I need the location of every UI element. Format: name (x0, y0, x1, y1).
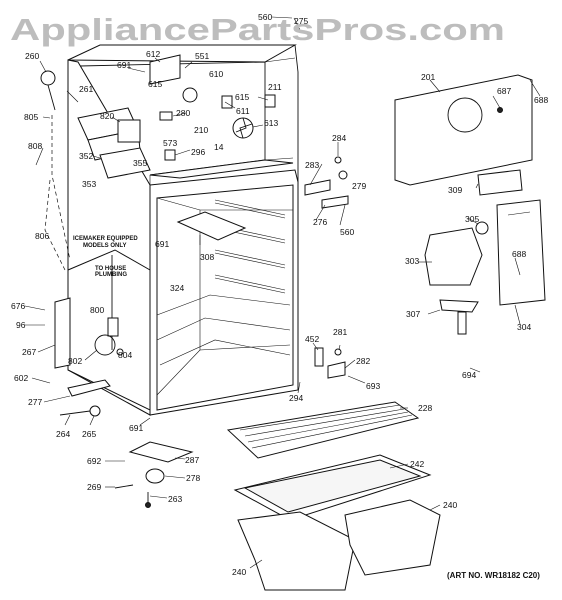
callout-265: 265 (82, 429, 96, 439)
callout-687: 687 (497, 86, 511, 96)
callout-691-b: 691 (155, 239, 169, 249)
watermark: AppliancePartsPros.com (10, 12, 505, 47)
callout-305: 305 (465, 214, 479, 224)
callout-355: 355 (133, 158, 147, 168)
callout-802: 802 (68, 356, 82, 366)
callout-294: 294 (289, 393, 303, 403)
callout-820: 820 (100, 111, 114, 121)
callout-611: 611 (236, 106, 250, 116)
callout-805: 805 (24, 112, 38, 122)
callout-602: 602 (14, 373, 28, 383)
callout-228: 228 (418, 403, 432, 413)
callout-296: 296 (191, 147, 205, 157)
callout-352: 352 (79, 151, 93, 161)
callout-309: 309 (448, 185, 462, 195)
callout-261: 261 (79, 84, 93, 94)
cabinet-drawing (40, 44, 299, 508)
callout-613: 613 (264, 118, 278, 128)
callout-551: 551 (195, 51, 209, 61)
callout-279: 279 (352, 181, 366, 191)
callout-282: 282 (356, 356, 370, 366)
callout-281: 281 (333, 327, 347, 337)
plumbing-note-line1: TO HOUSE (95, 266, 126, 272)
right-parts (304, 74, 546, 379)
callout-688: 688 (534, 95, 548, 105)
callout-353: 353 (82, 179, 96, 189)
callout-612: 612 (146, 49, 160, 59)
callout-808: 808 (28, 141, 42, 151)
callout-452: 452 (305, 334, 319, 344)
callout-560: 560 (258, 12, 272, 22)
callout-287: 287 (185, 455, 199, 465)
callout-615: 615 (148, 79, 162, 89)
callout-610: 610 (209, 69, 223, 79)
callout-304: 304 (517, 322, 531, 332)
callout-303: 303 (405, 256, 419, 266)
callout-676: 676 (11, 301, 25, 311)
notes: ICEMAKER EQUIPPED MODELS ONLY TO HOUSE P… (73, 236, 138, 278)
callout-210: 210 (194, 125, 208, 135)
callout-307: 307 (406, 309, 420, 319)
callout-688-b: 688 (512, 249, 526, 259)
callout-201: 201 (421, 72, 435, 82)
callout-240-b: 240 (232, 567, 246, 577)
callout-260: 260 (25, 51, 39, 61)
art-number: (ART NO. WR18182 C20) (447, 571, 540, 580)
callout-276: 276 (313, 217, 327, 227)
callout-267: 267 (22, 347, 36, 357)
callout-275: 275 (294, 16, 308, 26)
callout-284: 284 (332, 133, 346, 143)
callout-269: 269 (87, 482, 101, 492)
callout-283: 283 (305, 160, 319, 170)
callout-560-b: 560 (340, 227, 354, 237)
callout-211: 211 (268, 82, 282, 92)
callout-240: 240 (443, 500, 457, 510)
callout-693: 693 (366, 381, 380, 391)
callout-691-c: 691 (129, 423, 143, 433)
callout-573: 573 (163, 138, 177, 148)
callout-806: 806 (35, 231, 49, 241)
callout-96: 96 (16, 320, 26, 330)
icemaker-note-line2: MODELS ONLY (83, 243, 126, 249)
callout-280: 280 (176, 108, 190, 118)
callout-615-b: 615 (235, 92, 249, 102)
callout-277: 277 (28, 397, 42, 407)
callout-263: 263 (168, 494, 182, 504)
callout-324: 324 (170, 283, 184, 293)
callout-800: 800 (90, 305, 104, 315)
callout-14: 14 (214, 142, 224, 152)
callout-308: 308 (200, 252, 214, 262)
shelves-and-bins (226, 401, 441, 591)
callout-242: 242 (410, 459, 424, 469)
callout-labels: 560 275 260 612 551 691 615 610 261 615 … (11, 12, 548, 577)
leader-lines (24, 16, 541, 569)
plumbing-note-line2: PLUMBING (95, 272, 127, 278)
callout-278: 278 (186, 473, 200, 483)
callout-804: 804 (118, 350, 132, 360)
icemaker-note-line1: ICEMAKER EQUIPPED (73, 236, 138, 242)
callout-694: 694 (462, 370, 476, 380)
callout-691: 691 (117, 60, 131, 70)
callout-264: 264 (56, 429, 70, 439)
callout-692: 692 (87, 456, 101, 466)
